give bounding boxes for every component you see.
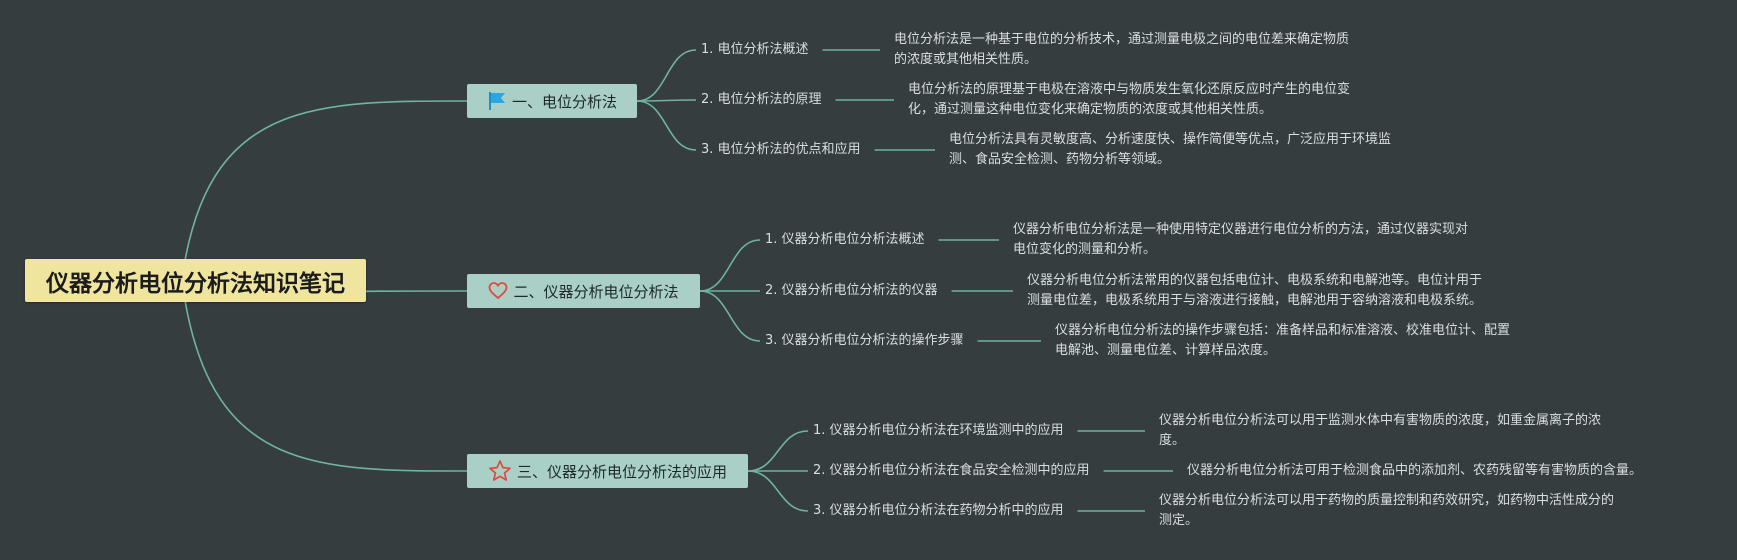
branch-to-subtopic-link (699, 290, 761, 342)
subtopic[interactable]: 3. 仪器分析电位分析法的操作步骤 (765, 333, 964, 348)
branch-to-subtopic-link (747, 430, 809, 472)
detail-line: 仪器分析电位分析法的操作步骤包括：准备样品和标准溶液、校准电位计、配置 (1055, 323, 1511, 338)
flag-icon (487, 91, 507, 111)
branch-to-subtopic-link (747, 470, 809, 512)
subtopic-detail: 电位分析法的原理基于电极在溶液中与物质发生氧化还原反应时产生的电位变 化，通过测… (908, 80, 1350, 120)
root-to-branch-link (184, 100, 468, 260)
subtopic[interactable]: 1. 仪器分析电位分析法概述 (765, 232, 925, 247)
branch-to-subtopic-link (699, 239, 761, 292)
detail-line: 仪器分析电位分析法是一种使用特定仪器进行电位分析的方法，通过仪器实现对 (1013, 222, 1469, 237)
detail-line: 仪器分析电位分析法常用的仪器包括电位计、电极系统和电解池等。电位计用于 (1027, 273, 1483, 288)
subtopic[interactable]: 2. 仪器分析电位分析法的仪器 (765, 283, 938, 298)
detail-line: 电位变化的测量和分析。 (1013, 242, 1157, 257)
subtopic-detail: 仪器分析电位分析法的操作步骤包括：准备样品和标准溶液、校准电位计、配置 电解池、… (1055, 321, 1510, 361)
star-icon (488, 459, 512, 483)
branch-label: 二、仪器分析电位分析法 (513, 282, 679, 301)
detail-line: 仪器分析电位分析法可以用于药物的质量控制和药效研究，如药物中活性成分的 (1159, 493, 1615, 508)
detail-line: 电位分析法的原理基于电极在溶液中与物质发生氧化还原反应时产生的电位变 (908, 82, 1351, 97)
detail-line: 电位分析法是一种基于电位的分析技术，通过测量电极之间的电位差来确定物质 (894, 32, 1350, 47)
detail-line: 测、食品安全检测、药物分析等领域。 (949, 152, 1171, 167)
branch-label: 三、仪器分析电位分析法的应用 (516, 462, 727, 481)
subtopic-detail: 电位分析法是一种基于电位的分析技术，通过测量电极之间的电位差来确定物质 的浓度或… (894, 30, 1349, 70)
subtopic[interactable]: 2. 仪器分析电位分析法在食品安全检测中的应用 (813, 463, 1090, 478)
branch-topic-2[interactable]: 二、仪器分析电位分析法 (467, 274, 700, 308)
branch-to-subtopic-link (636, 100, 697, 151)
heart-icon (488, 281, 508, 301)
detail-line: 化，通过测量这种电位变化来确定物质的浓度或其他相关性质。 (908, 102, 1273, 117)
subtopic-detail: 仪器分析电位分析法常用的仪器包括电位计、电极系统和电解池等。电位计用于 测量电位… (1027, 271, 1482, 311)
detail-line: 仪器分析电位分析法可用于检测食品中的添加剂、农药残留等有害物质的含量。 (1187, 463, 1643, 478)
detail-line: 电解池、测量电位差、计算样品浓度。 (1055, 343, 1277, 358)
detail-line: 测量电位差，电极系统用于与溶液进行接触，电解池用于容纳溶液和电极系统。 (1027, 293, 1483, 308)
subtopic[interactable]: 1. 电位分析法概述 (701, 42, 809, 57)
root-to-branch-link (184, 301, 468, 472)
subtopic-detail: 仪器分析电位分析法可用于检测食品中的添加剂、农药残留等有害物质的含量。 (1187, 461, 1642, 481)
root-topic[interactable]: 仪器分析电位分析法知识笔记 (25, 259, 366, 302)
subtopic-detail: 仪器分析电位分析法可以用于监测水体中有害物质的浓度，如重金属离子的浓 度。 (1159, 411, 1601, 451)
branch-topic-3[interactable]: 三、仪器分析电位分析法的应用 (467, 454, 748, 488)
branch-topic-1[interactable]: 一、电位分析法 (467, 84, 637, 118)
subtopic[interactable]: 1. 仪器分析电位分析法在环境监测中的应用 (813, 423, 1064, 438)
branch-label: 一、电位分析法 (511, 92, 617, 111)
detail-line: 电位分析法具有灵敏度高、分析速度快、操作简便等优点，广泛应用于环境监 (949, 132, 1392, 147)
detail-line: 的浓度或其他相关性质。 (894, 52, 1038, 67)
subtopic-detail: 仪器分析电位分析法是一种使用特定仪器进行电位分析的方法，通过仪器实现对 电位变化… (1013, 220, 1468, 260)
detail-line: 度。 (1159, 433, 1186, 448)
detail-line: 仪器分析电位分析法可以用于监测水体中有害物质的浓度，如重金属离子的浓 (1159, 413, 1602, 428)
detail-line: 测定。 (1159, 513, 1199, 528)
subtopic-detail: 仪器分析电位分析法可以用于药物的质量控制和药效研究，如药物中活性成分的 测定。 (1159, 491, 1614, 531)
branch-to-subtopic-link (636, 99, 697, 102)
subtopic[interactable]: 2. 电位分析法的原理 (701, 92, 822, 107)
subtopic[interactable]: 3. 电位分析法的优点和应用 (701, 142, 861, 157)
subtopic-detail: 电位分析法具有灵敏度高、分析速度快、操作简便等优点，广泛应用于环境监 测、食品安… (949, 130, 1391, 170)
branch-to-subtopic-link (636, 49, 697, 102)
subtopic[interactable]: 3. 仪器分析电位分析法在药物分析中的应用 (813, 503, 1064, 518)
